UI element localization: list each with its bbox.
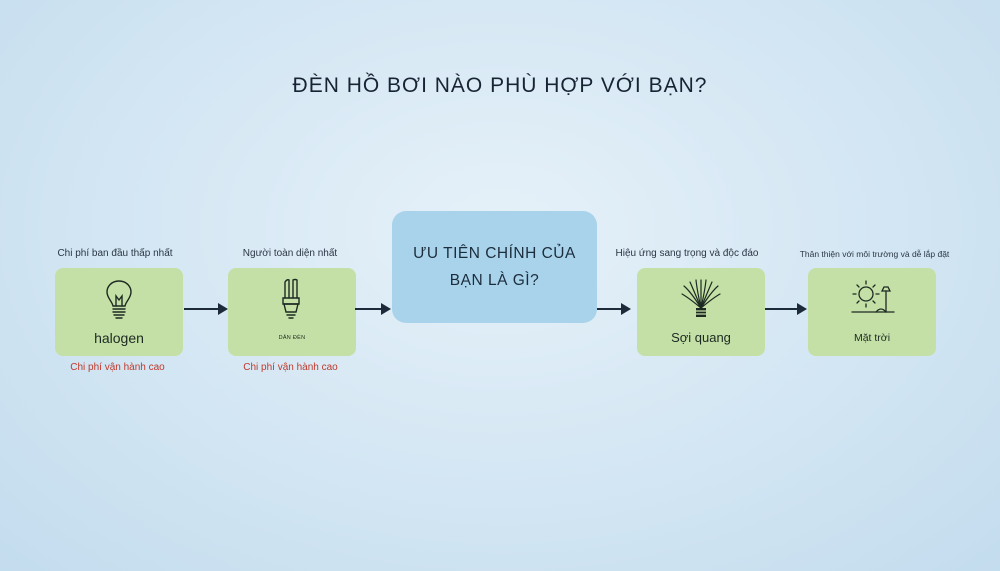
option-label-cfl: DÂN ĐÈN: [278, 335, 306, 341]
priority-question-line-2: BẠN LÀ GÌ?: [449, 272, 540, 289]
light-bulb-icon: [55, 278, 183, 322]
option-caption-fiber: Hiệu ứng sang trọng và độc đáo: [615, 248, 759, 259]
option-caption-solar: Thân thiện với môi trường và dễ lắp đặt: [799, 249, 950, 259]
arrow-1: [184, 303, 228, 315]
option-label-halogen: halogen: [94, 330, 144, 346]
option-card-solar: Mặt trời: [808, 268, 936, 356]
option-card-halogen: halogen: [55, 268, 183, 356]
solar-sun-icon: [808, 278, 936, 318]
option-label-fiber: Sợi quang: [671, 330, 731, 345]
priority-question-box: ƯU TIÊN CHÍNH CỦA BẠN LÀ GÌ?: [392, 211, 597, 323]
option-cost-halogen: Chi phí vận hành cao: [70, 362, 165, 373]
arrow-2: [355, 303, 391, 315]
priority-question-line-1: ƯU TIÊN CHÍNH CỦA: [413, 245, 576, 262]
arrow-4: [765, 303, 807, 315]
option-caption-cfl: Người toàn diện nhất: [242, 248, 338, 259]
option-cost-cfl: Chi phí vận hành cao: [243, 362, 338, 373]
arrow-3: [597, 303, 631, 315]
option-card-cfl: DÂN ĐÈN: [228, 268, 356, 356]
option-label-solar: Mặt trời: [853, 332, 891, 344]
fiber-optic-icon: [637, 278, 765, 322]
option-caption-halogen: Chi phí ban đầu thấp nhất: [57, 248, 173, 259]
page-title: ĐÈN HỒ BƠI NÀO PHÙ HỢP VỚI BẠN?: [292, 74, 708, 97]
cfl-bulb-icon: [228, 278, 356, 322]
option-card-fiber: Sợi quang: [637, 268, 765, 356]
